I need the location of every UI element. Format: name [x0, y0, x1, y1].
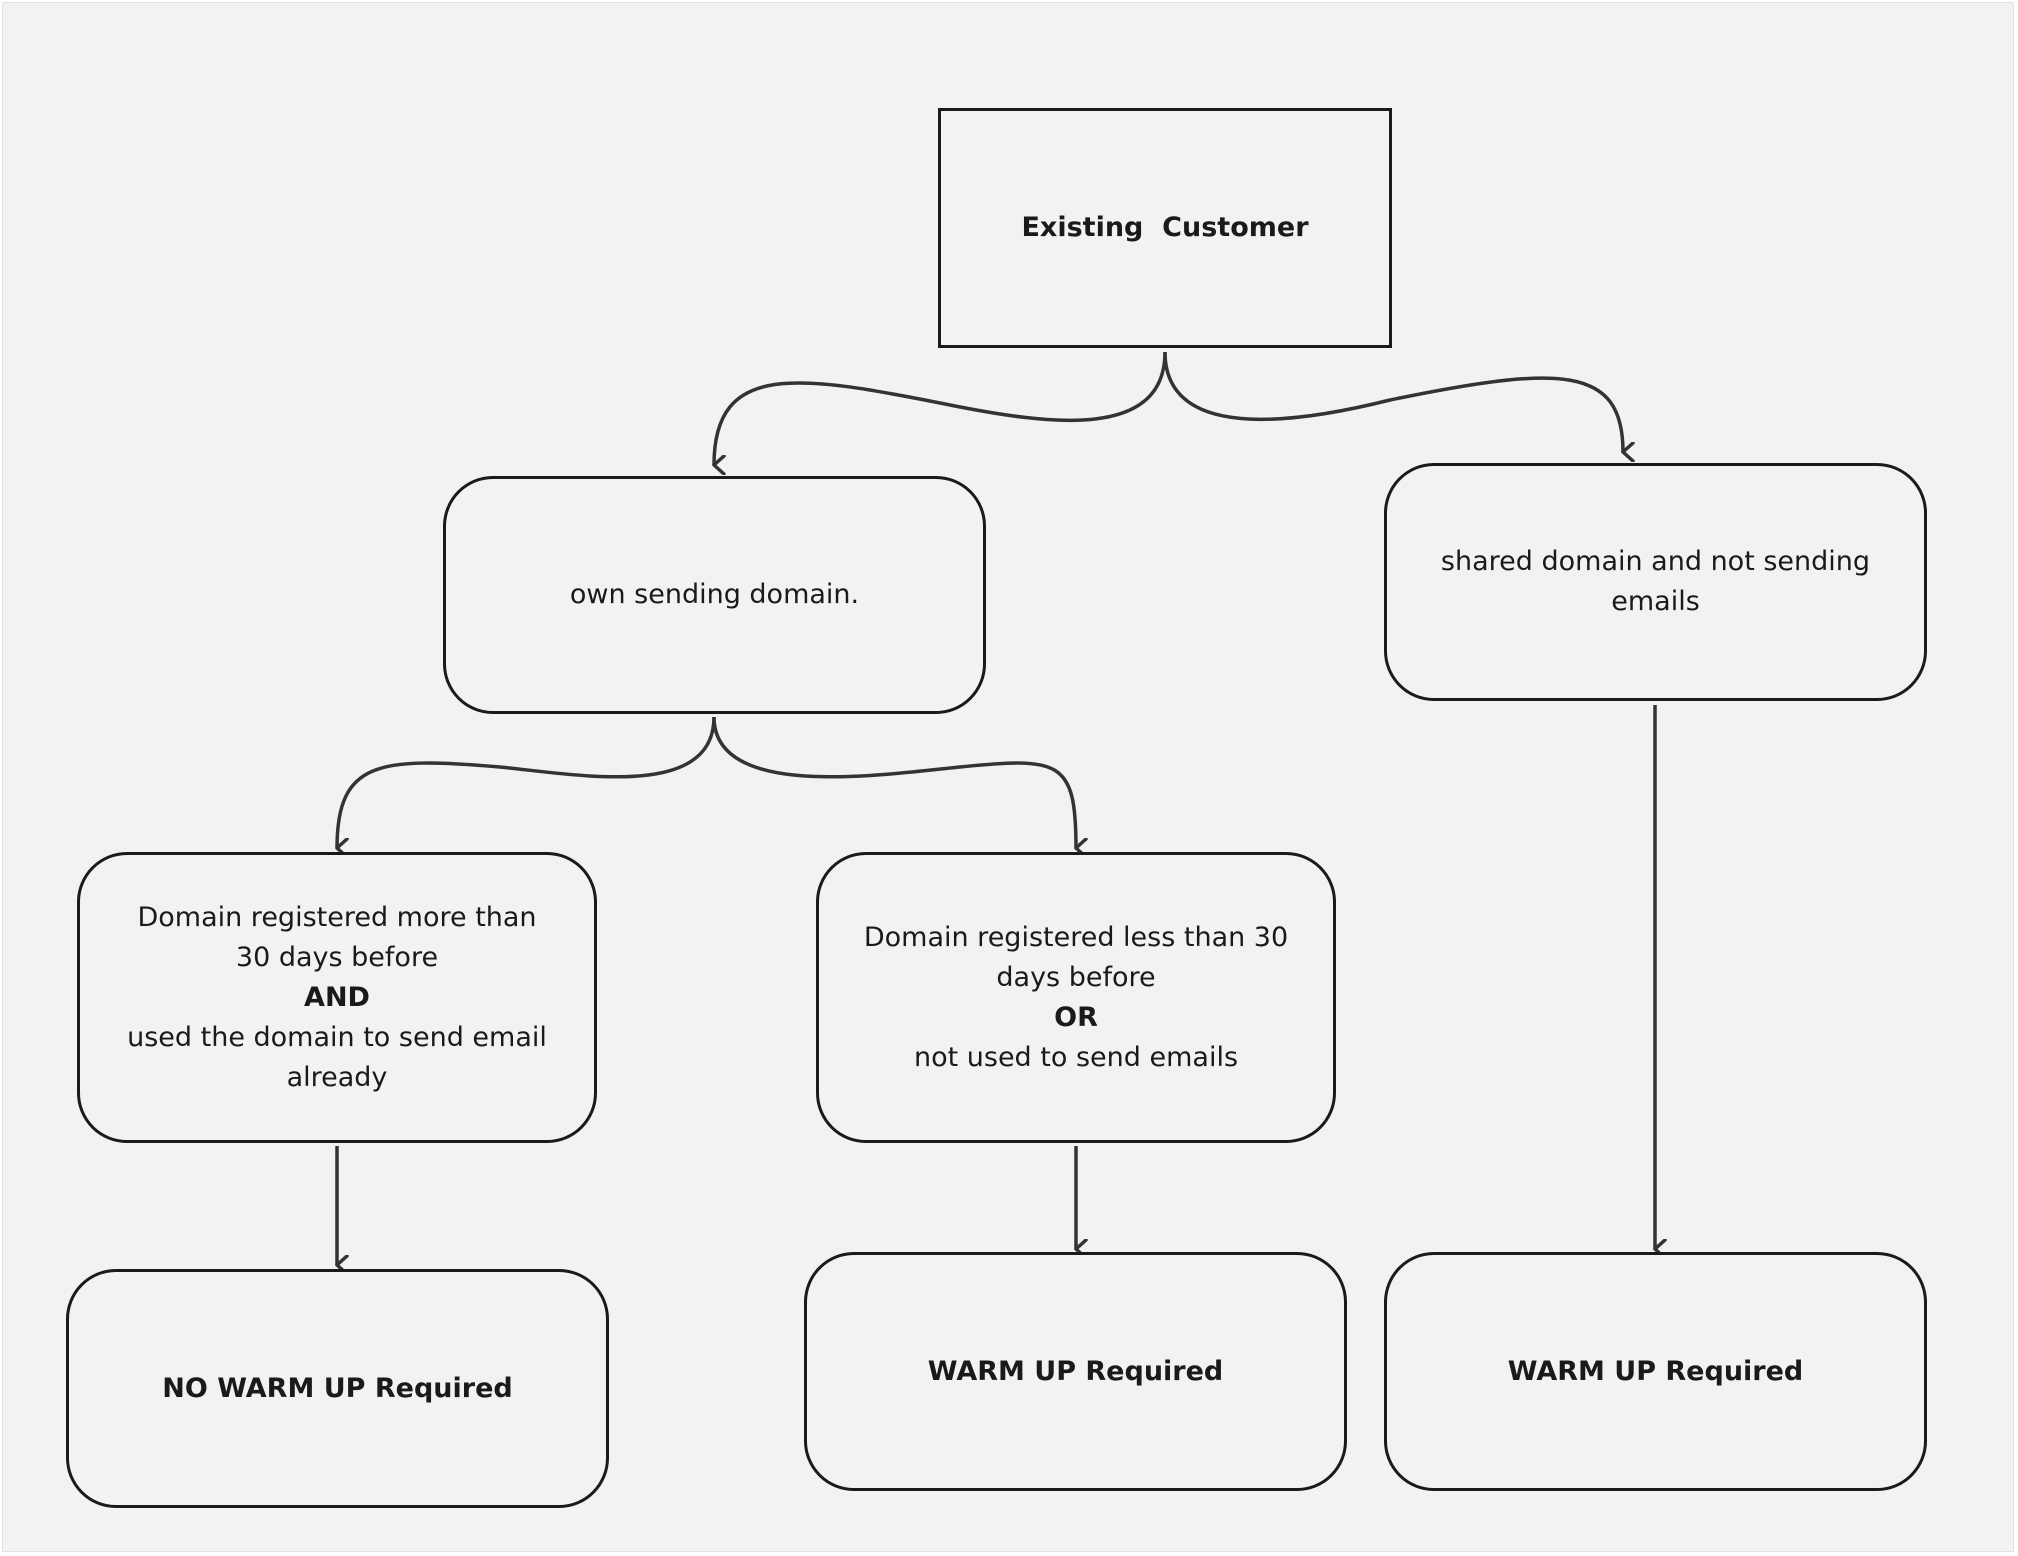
node-own-sending-domain-label: own sending domain.: [569, 579, 860, 610]
node-registered-less-than-30-line1: Domain registered less than 30 days befo…: [863, 921, 1289, 993]
node-warm-up-required-1-label: WARM UP Required: [927, 1355, 1224, 1387]
node-registered-more-than-30-line1: Domain registered more than 30 days befo…: [137, 901, 537, 973]
edge-own-to-more30: [337, 716, 716, 848]
node-registered-more-than-30-line2: used the domain to send email already: [127, 1021, 547, 1093]
node-registered-more-than-30: Domain registered more than 30 days befo…: [77, 852, 597, 1143]
node-warm-up-required-2: WARM UP Required: [1384, 1252, 1927, 1491]
node-shared-domain: shared domain and not sending emails: [1384, 463, 1927, 701]
node-registered-more-than-30-connector: AND: [304, 981, 370, 1013]
node-registered-less-than-30-line2: not used to send emails: [913, 1041, 1239, 1073]
node-registered-less-than-30: Domain registered less than 30 days befo…: [816, 852, 1336, 1143]
node-existing-customer: Existing Customer: [938, 108, 1392, 348]
edge-root-to-own: [714, 351, 1167, 465]
node-no-warm-up-required-label: NO WARM UP Required: [162, 1372, 513, 1404]
node-warm-up-required-1: WARM UP Required: [804, 1252, 1347, 1491]
node-own-sending-domain: own sending domain.: [443, 476, 986, 714]
node-shared-domain-label: shared domain and not sending emails: [1440, 546, 1871, 617]
node-existing-customer-label: Existing Customer: [1021, 212, 1309, 243]
edge-root-to-shared: [1163, 351, 1623, 452]
node-no-warm-up-required: NO WARM UP Required: [66, 1269, 609, 1508]
edge-own-to-less30: [712, 716, 1076, 848]
node-warm-up-required-2-label: WARM UP Required: [1507, 1355, 1804, 1387]
node-registered-less-than-30-connector: OR: [1054, 1001, 1098, 1033]
